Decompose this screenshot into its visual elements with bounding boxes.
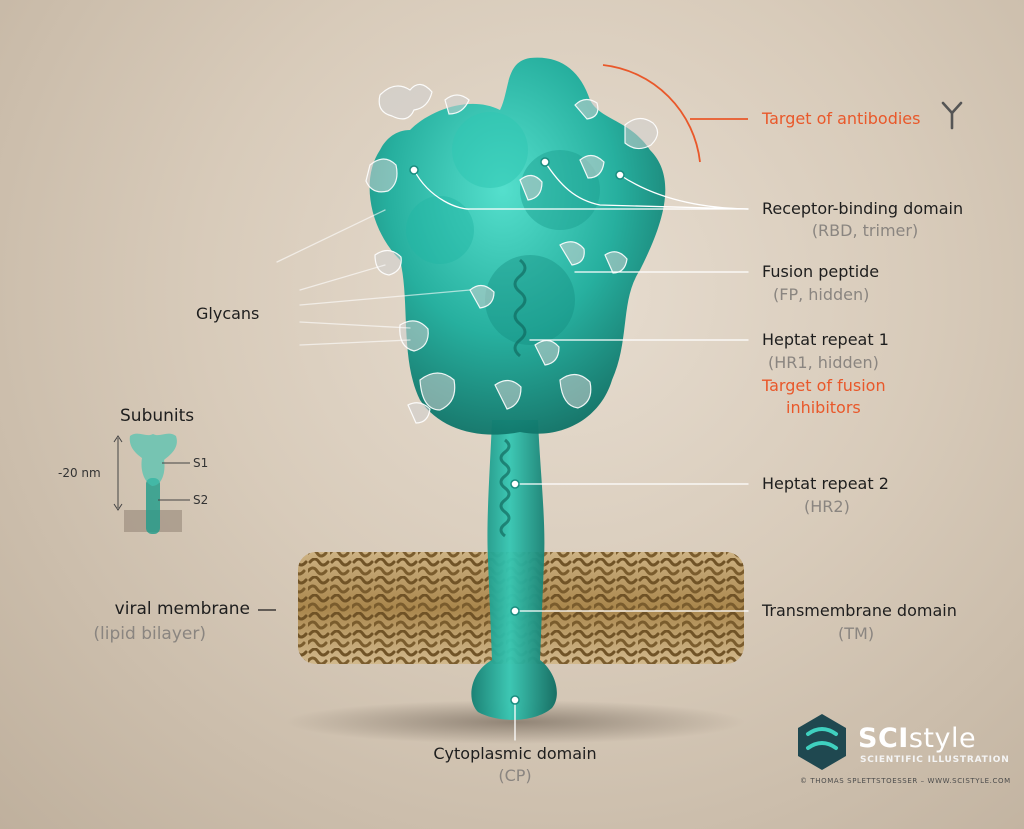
scistyle-logo-icon [798,714,846,770]
pointer-dots [409,157,625,705]
label-transmembrane-domain: Transmembrane domain [762,601,957,620]
label-heptat-repeat-2: Heptat repeat 2 [762,474,889,493]
label-rbd-sub: (RBD, trimer) [811,221,919,240]
subunit-s2-label: S2 [193,493,209,507]
subunits-size-label: -20 nm [58,466,101,480]
label-lipid-bilayer: (lipid bilayer) [93,624,206,644]
antibody-target-arc [602,64,748,163]
spike-head [369,57,666,435]
leader-lines [276,161,749,741]
label-fp-sub: (FP, hidden) [773,285,870,304]
glycans [365,83,659,424]
subunit-s1-label: S1 [193,456,209,470]
label-cp-sub: (CP) [498,766,532,785]
label-fusion-peptide: Fusion peptide [762,262,880,281]
label-heptat-repeat-1: Heptat repeat 1 [762,330,889,349]
label-glycans: Glycans [196,304,260,323]
label-tm-sub: (TM) [838,624,875,643]
label-target-of-antibodies: Target of antibodies [762,109,921,128]
logo-copyright: © THOMAS SPLETTSTOESSER – WWW.SCISTYLE.C… [800,777,1011,785]
label-target-of-fusion-inhibitors-line2: inhibitors [786,398,861,417]
subunits-title: Subunits [120,406,195,426]
label-hr1-sub: (HR1, hidden) [768,353,879,372]
antibody-icon [941,101,963,130]
subunits-schematic [113,433,190,534]
logo-name: SCIstyle [858,722,976,756]
label-hr2-sub: (HR2) [804,497,850,516]
label-cytoplasmic-domain: Cytoplasmic domain [433,744,597,763]
label-viral-membrane: viral membrane [114,599,250,619]
logo-name-bold: SCI [858,723,909,754]
stalk [471,420,557,720]
logo-tagline: SCIENTIFIC ILLUSTRATION [860,755,1010,765]
logo-name-light: style [908,723,977,754]
label-target-of-fusion-inhibitors-line1: Target of fusion [762,376,886,395]
lipid-bilayer-front [298,552,744,664]
label-receptor-binding-domain: Receptor-binding domain [762,199,964,218]
